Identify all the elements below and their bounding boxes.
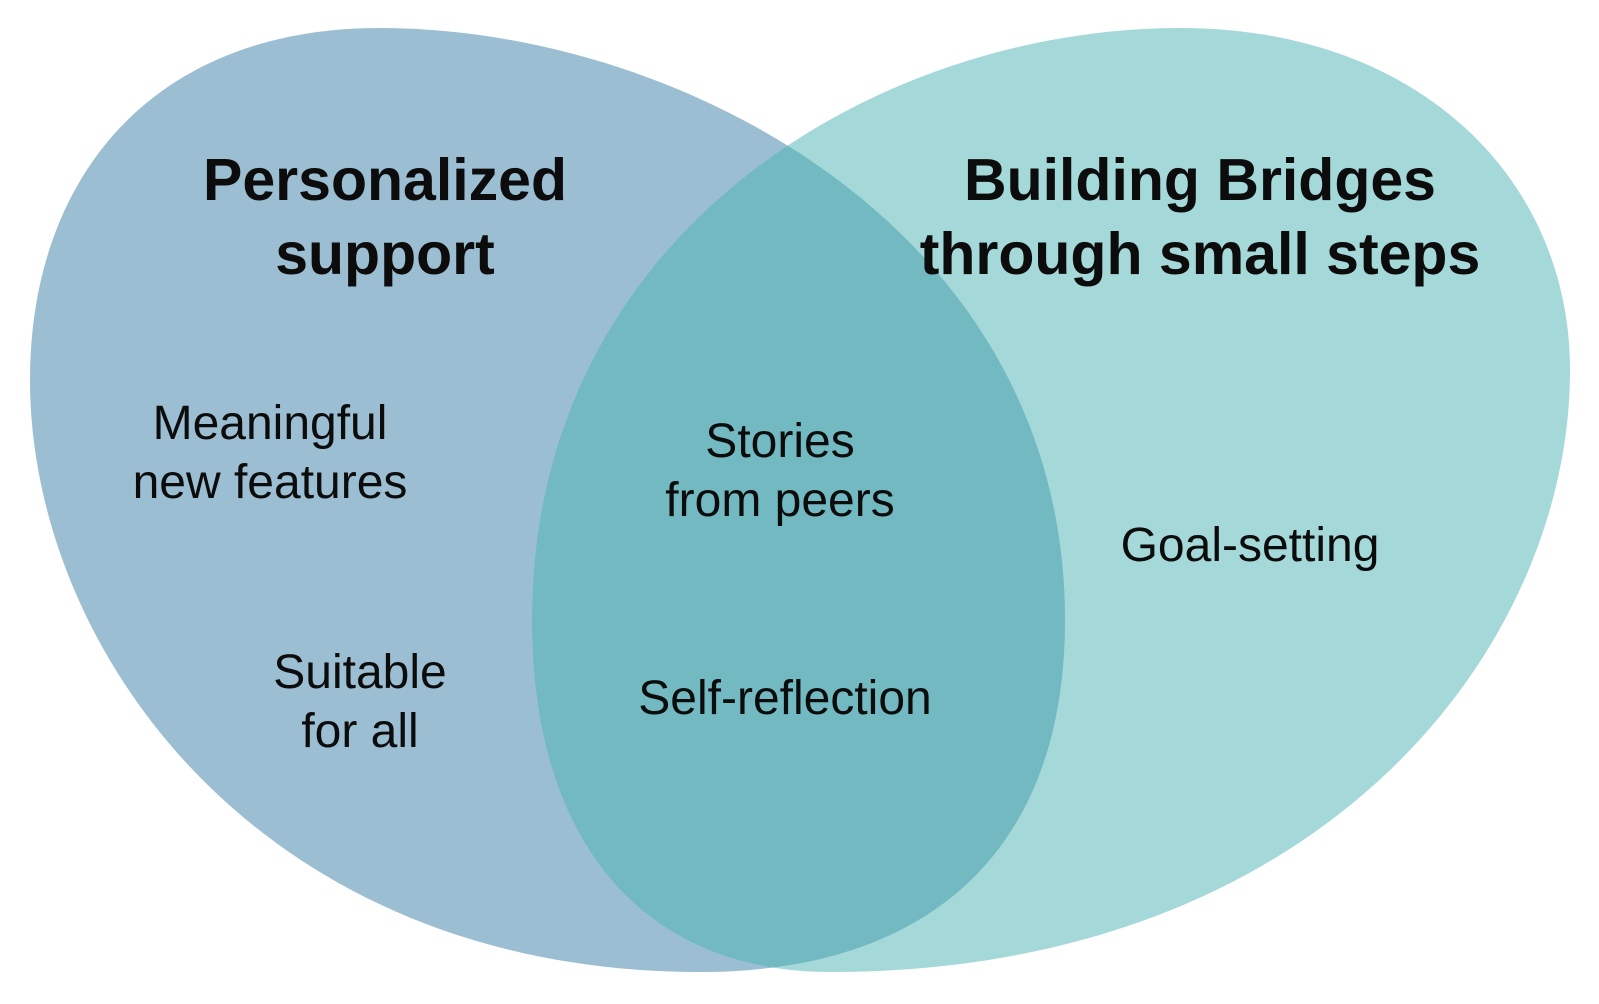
left-item-line2: new features: [132, 456, 408, 509]
left-item-suitable-for-all: Suitable for all: [230, 643, 490, 761]
overlap-item-line1: Stories: [705, 415, 855, 468]
right-set-title-line1: Building Bridges: [964, 147, 1436, 213]
overlap-item-line1: Self-reflection: [638, 672, 932, 725]
left-set-title-line2: support: [275, 221, 495, 287]
right-set-title: Building Bridges through small steps: [900, 143, 1500, 291]
overlap-item-self-reflection: Self-reflection: [605, 669, 965, 728]
left-set-title-line1: Personalized: [203, 147, 567, 213]
left-item-meaningful-features: Meaningful new features: [100, 394, 440, 512]
left-item-line1: Suitable: [273, 646, 447, 699]
left-item-line2: for all: [301, 705, 419, 758]
left-set-title: Personalized support: [155, 143, 615, 291]
overlap-item-stories-from-peers: Stories from peers: [620, 412, 940, 530]
left-item-line1: Meaningful: [152, 397, 388, 450]
right-set-title-line2: through small steps: [919, 221, 1481, 287]
right-item-line1: Goal-setting: [1120, 519, 1380, 572]
overlap-item-line2: from peers: [665, 474, 895, 527]
right-item-goal-setting: Goal-setting: [1090, 516, 1410, 575]
overlap-region: [532, 28, 1065, 972]
